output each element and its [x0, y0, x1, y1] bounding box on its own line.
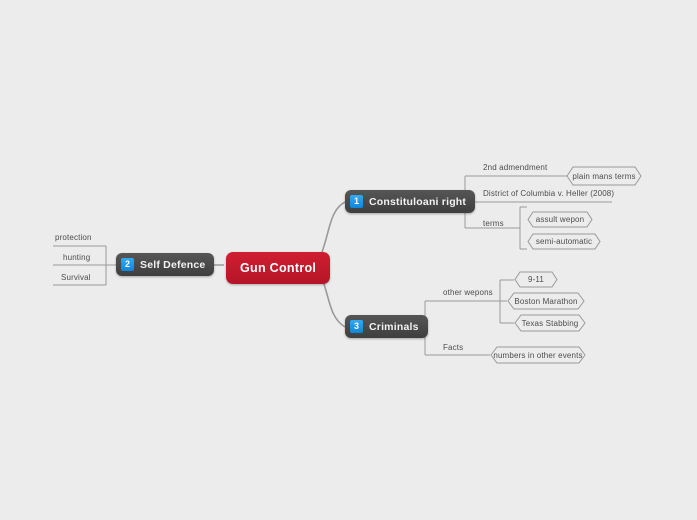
branch-number-badge-1: 1	[350, 195, 363, 208]
hex-label-texas-stabbing: Texas Stabbing	[521, 318, 579, 328]
leaf-other-wepons[interactable]: other wepons	[443, 288, 493, 297]
hex-9-11[interactable]: 9-11	[514, 271, 558, 288]
branch-label-1: Constituloani right	[369, 195, 467, 208]
branch-node-constitutional-right[interactable]: 1 Constituloani right	[345, 190, 476, 213]
leaf-protection[interactable]: protection	[55, 233, 92, 242]
hex-semi-automatic[interactable]: semi-automatic	[527, 233, 601, 250]
branch-number-badge-3: 3	[350, 320, 363, 333]
hex-label-numbers-in-other-events: numbers in other events	[493, 350, 583, 360]
hex-label-9-11: 9-11	[527, 275, 545, 284]
leaf-hunting[interactable]: hunting	[63, 253, 91, 262]
leaf-survival[interactable]: Survival	[61, 273, 91, 282]
hex-label-assult-wepon: assult wepon	[535, 215, 585, 224]
hex-numbers-in-other-events[interactable]: numbers in other events	[490, 346, 586, 364]
hex-texas-stabbing[interactable]: Texas Stabbing	[514, 314, 586, 332]
hex-label-semi-automatic: semi-automatic	[535, 237, 593, 246]
branch-label-3: Criminals	[369, 320, 419, 333]
hex-label-plain-mans-terms: plain mans terms	[572, 171, 636, 181]
central-node[interactable]: Gun Control	[226, 252, 331, 284]
branch-label-2: Self Defence	[140, 258, 206, 271]
leaf-facts[interactable]: Facts	[443, 343, 464, 352]
hex-plain-mans-terms[interactable]: plain mans terms	[566, 166, 642, 186]
branch-number-badge-2: 2	[121, 258, 134, 271]
hex-boston-marathon[interactable]: Boston Marathon	[507, 292, 585, 310]
hex-assult-wepon[interactable]: assult wepon	[527, 211, 593, 228]
branch-node-criminals[interactable]: 3 Criminals	[345, 315, 428, 338]
leaf-dc-v-heller[interactable]: District of Columbia v. Heller (2008)	[483, 189, 615, 198]
leaf-terms[interactable]: terms	[483, 219, 504, 228]
branch-node-self-defence[interactable]: 2 Self Defence	[116, 253, 215, 276]
hex-label-boston-marathon: Boston Marathon	[514, 296, 578, 306]
leaf-2nd-amendment[interactable]: 2nd admendment	[483, 163, 548, 172]
